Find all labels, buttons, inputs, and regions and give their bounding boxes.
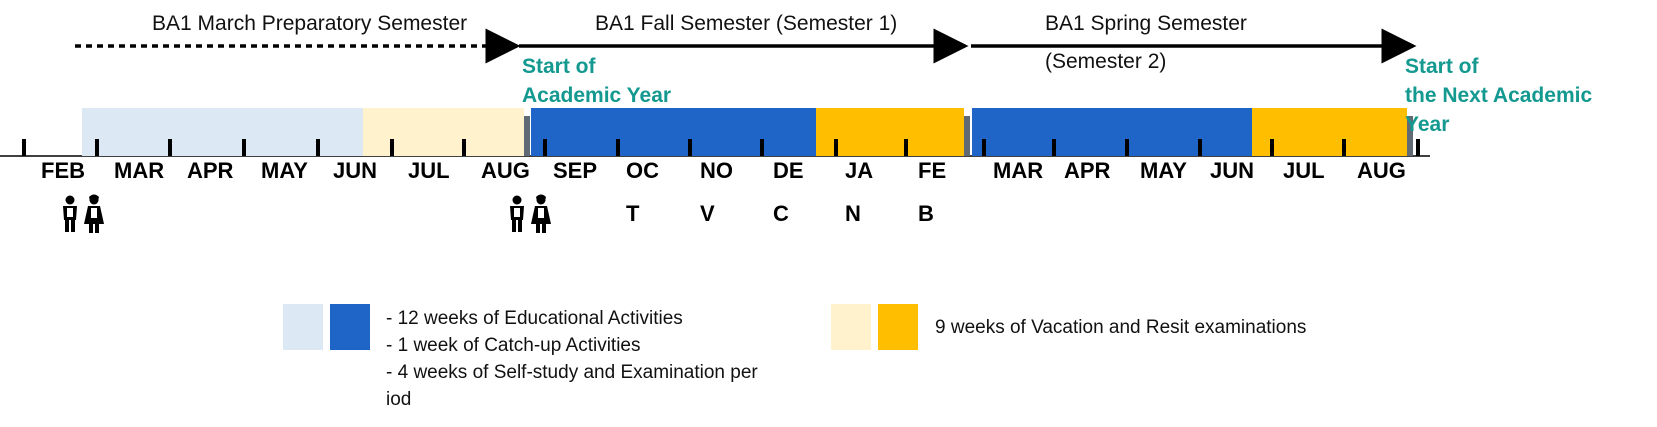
month-tick: [316, 139, 320, 156]
month-tick: [1198, 139, 1202, 156]
month-tick: [462, 139, 466, 156]
spring-semester-subtitle: (Semester 2): [1045, 50, 1167, 73]
fall-education-band: [531, 108, 816, 156]
month-tick: [760, 139, 764, 156]
next-year-line2: the Next Academic: [1405, 84, 1593, 107]
legend-line: - 12 weeks of Educational Activities: [386, 308, 683, 329]
month-label: JA: [845, 158, 874, 183]
legend-vacation-text: 9 weeks of Vacation and Resit examinatio…: [935, 317, 1307, 338]
month-label: APR: [187, 158, 234, 183]
prep-vacation-band: [363, 108, 524, 156]
spring-education-band: [972, 108, 1252, 156]
start-year-separator: [524, 116, 530, 156]
students-icon: [63, 194, 104, 233]
month-label: AUG: [481, 158, 530, 183]
month-label: JUN: [333, 158, 378, 183]
month-tick: [543, 139, 547, 156]
legend-swatch-light-blue: [283, 304, 323, 350]
legend-swatch-light-yellow: [831, 304, 871, 350]
month-label: JUL: [1283, 158, 1325, 183]
month-tick: [834, 139, 838, 156]
month-label: FE: [918, 158, 947, 183]
fall-spring-separator: [964, 116, 970, 156]
fall-semester-title: BA1 Fall Semester (Semester 1): [595, 12, 898, 35]
legend-line: - 1 week of Catch-up Activities: [386, 335, 641, 356]
legend-line: iod: [386, 389, 412, 410]
prep-semester-title: BA1 March Preparatory Semester: [152, 12, 468, 35]
month-tick: [1270, 139, 1274, 156]
month-label: MAY: [261, 158, 308, 183]
month-label-wrap: T: [626, 201, 640, 226]
month-tick: [390, 139, 394, 156]
month-label-wrap: B: [918, 201, 934, 226]
month-tick: [242, 139, 246, 156]
next-year-line1: Start of: [1405, 55, 1479, 78]
month-tick: [95, 139, 99, 156]
month-label: FEB: [41, 158, 85, 183]
month-label: SEP: [553, 158, 598, 183]
legend-line: - 4 weeks of Self-study and Examination …: [386, 362, 758, 383]
spring-vacation-band: [1252, 108, 1407, 156]
spring-semester-title: BA1 Spring Semester: [1045, 12, 1247, 35]
month-label-wrap: V: [700, 201, 715, 226]
start-next-academic-year-label: Start of the Next Academic Year: [1405, 52, 1592, 139]
month-label: APR: [1064, 158, 1111, 183]
month-label: NO: [700, 158, 733, 183]
next-year-separator: [1407, 116, 1413, 156]
start-year-line1: Start of: [522, 55, 596, 78]
month-label: MAR: [993, 158, 1044, 183]
month-tick: [168, 139, 172, 156]
month-tick: [1342, 139, 1346, 156]
month-label: JUL: [408, 158, 450, 183]
month-label: MAR: [114, 158, 165, 183]
start-academic-year-label: Start of Academic Year: [522, 52, 671, 110]
legend-education-text: - 12 weeks of Educational Activities - 1…: [386, 305, 758, 413]
month-tick: [904, 139, 908, 156]
month-tick: [982, 139, 986, 156]
legend-swatch-gold: [878, 304, 918, 350]
month-label: MAY: [1140, 158, 1187, 183]
month-label-wrap: N: [845, 201, 861, 226]
month-tick: [688, 139, 692, 156]
month-label: AUG: [1357, 158, 1406, 183]
start-year-line2: Academic Year: [522, 84, 672, 107]
month-tick: [22, 139, 26, 156]
fall-vacation-band: [816, 108, 964, 156]
month-label-wrap: C: [773, 201, 789, 226]
month-tick: [1125, 139, 1129, 156]
month-label: OC: [626, 158, 659, 183]
month-label: DE: [773, 158, 804, 183]
next-year-line3: Year: [1405, 113, 1450, 136]
month-label: JUN: [1210, 158, 1255, 183]
legend-swatch-dark-blue: [330, 304, 370, 350]
month-tick: [616, 139, 620, 156]
students-icon: [510, 194, 551, 233]
month-tick: [1052, 139, 1056, 156]
month-tick: [1416, 139, 1420, 156]
